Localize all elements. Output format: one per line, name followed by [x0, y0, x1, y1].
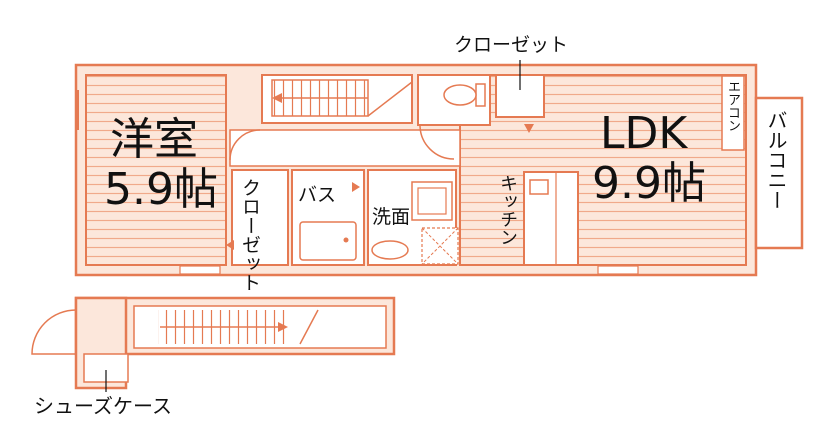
washroom-label: 洗面 [372, 206, 411, 228]
kitchen-sink [529, 179, 549, 195]
bottom-window-right [597, 265, 639, 275]
ldk-size: 9.9帖 [592, 158, 706, 209]
toilet-tank [475, 83, 486, 107]
western-room-floor [85, 74, 227, 266]
bath-label: バス [298, 184, 337, 206]
lower-stair-arrow-head [278, 322, 288, 332]
bathtub [299, 221, 357, 261]
bath-drain [343, 237, 349, 243]
western-room-name: 洋室 [110, 114, 198, 165]
shoe-case-label: シューズケース [34, 394, 172, 418]
hallway [229, 129, 461, 167]
washing-machine-inner [417, 187, 447, 215]
closet-left-door-mark [226, 240, 234, 250]
closet-top-label: クローゼット [454, 34, 569, 56]
ldk-name: LDK [600, 108, 688, 159]
staircase-break [367, 81, 413, 117]
bottom-window-left [179, 265, 221, 275]
hallway-door-swing [229, 129, 261, 161]
kitchen-label: キッチン [497, 174, 518, 246]
western-room-size: 5.9帖 [104, 164, 218, 215]
stair-arrow-head [272, 93, 282, 103]
wash-basin [371, 240, 409, 260]
toilet-bowl [443, 84, 477, 106]
closet-top-door-mark [524, 124, 534, 133]
balcony-label: バルコニー [764, 110, 788, 240]
storage-box-diagonal-b [421, 227, 459, 265]
bath-door-mark [352, 182, 360, 192]
entry-door-swing [31, 309, 77, 355]
aircon-label: エアコン [725, 80, 740, 146]
toilet-door-swing [419, 124, 455, 160]
closet-left-label: クローゼット [239, 178, 261, 292]
lower-stair-break [299, 309, 319, 345]
